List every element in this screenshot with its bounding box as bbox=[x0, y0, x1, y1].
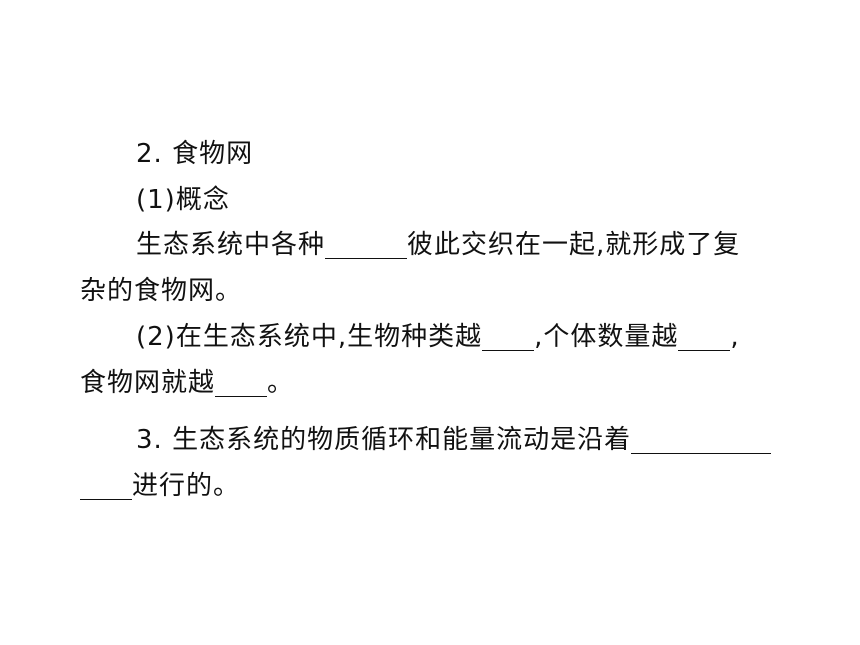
concept-sentence-line-1: 生态系统中各种 彼此交织在一起,就形成了复 bbox=[136, 225, 740, 265]
sentence-text: 。 bbox=[267, 368, 295, 398]
fill-blank-2[interactable] bbox=[482, 320, 535, 351]
question-3-line-1: 3. 生态系统的物质循环和能量流动是沿着 bbox=[136, 420, 772, 460]
question-3-line-2: 进行的。 bbox=[80, 466, 240, 506]
fill-blank-6[interactable] bbox=[80, 469, 132, 500]
sentence-text: 进行的。 bbox=[132, 471, 241, 501]
heading-food-web: 2. 食物网 bbox=[136, 134, 253, 174]
sentence-text: 杂的食物网。 bbox=[80, 276, 243, 306]
sentence-text: 彼此交织在一起,就形成了复 bbox=[407, 230, 741, 260]
subheading-text: (1)概念 bbox=[136, 185, 230, 215]
sentence-text: , bbox=[730, 322, 740, 352]
question-2-line-1: (2)在生态系统中,生物种类越 ,个体数量越, bbox=[136, 317, 740, 357]
sentence-text: 生态系统中各种 bbox=[136, 230, 326, 260]
heading-text: 2. 食物网 bbox=[136, 139, 254, 169]
sentence-text: (2)在生态系统中,生物种类越 bbox=[136, 322, 483, 352]
question-2-line-2: 食物网就越 。 bbox=[80, 363, 294, 403]
fill-blank-4[interactable] bbox=[215, 366, 268, 397]
sentence-text: 3. 生态系统的物质循环和能量流动是沿着 bbox=[136, 425, 632, 455]
subheading-concept: (1)概念 bbox=[136, 180, 230, 220]
fill-blank-5[interactable] bbox=[631, 423, 772, 454]
fill-blank-1[interactable] bbox=[325, 228, 408, 259]
fill-blank-3[interactable] bbox=[678, 320, 731, 351]
concept-sentence-line-2: 杂的食物网。 bbox=[80, 271, 242, 311]
sentence-text: ,个体数量越 bbox=[534, 322, 679, 352]
sentence-text: 食物网就越 bbox=[80, 368, 216, 398]
